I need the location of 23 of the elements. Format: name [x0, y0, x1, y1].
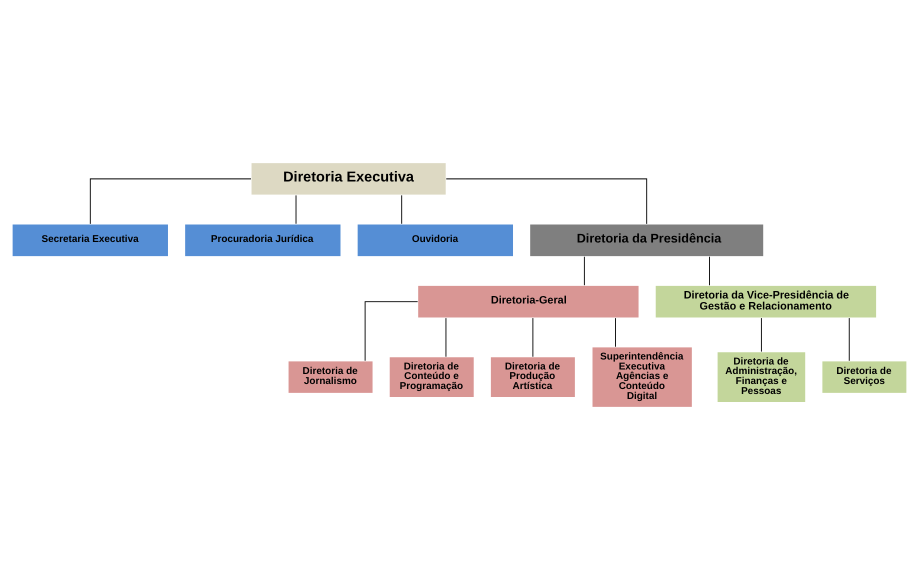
node-box: Diretoria de Conteúdo e Programação	[388, 356, 475, 398]
node-box: Diretoria de Jornalismo	[288, 360, 374, 394]
connector	[532, 318, 534, 358]
connector	[848, 318, 850, 362]
node-box: Diretoria de Administração, Finanças e Pessoas	[716, 351, 806, 403]
connector	[364, 301, 418, 362]
node-box: Procuradoria Jurídica	[184, 224, 342, 257]
node-box: Diretoria Executiva	[250, 162, 447, 196]
connector	[584, 256, 585, 286]
connector	[760, 318, 762, 352]
node-box: Diretoria da Vice-Presidência de Gestão e Relacionamento	[654, 285, 878, 318]
node-box: Diretoria de Produção Artística	[490, 356, 576, 398]
connector	[401, 194, 402, 224]
connector	[615, 318, 616, 348]
connector	[90, 178, 252, 224]
connector	[446, 178, 648, 224]
node-box: Secretaria Executiva	[12, 224, 169, 257]
connector	[709, 256, 710, 286]
node-box: Diretoria de Serviços	[821, 360, 908, 394]
node-box: Ouvidoria	[356, 224, 514, 257]
node-box: Diretoria da Presidência	[529, 224, 764, 257]
node-box: Diretoria-Geral	[417, 285, 640, 318]
node-box: Superintendência Executiva Agências e Conteúdo Digital	[592, 346, 693, 408]
